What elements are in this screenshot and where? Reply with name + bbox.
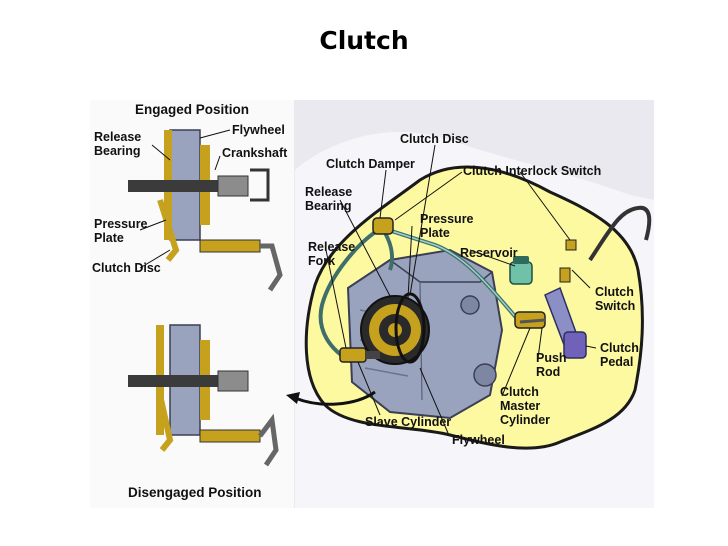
slave-cylinder-label: Slave Cylinder [365,415,451,429]
release-bearing-left-label: Release Bearing [94,130,145,158]
flywheel-left-label: Flywheel [232,123,285,137]
clutch-interlock-switch-label: Clutch Interlock Switch [463,164,601,178]
release-bearing-label: Release Bearing [305,185,356,213]
clutch-damper-part [372,217,394,235]
crankshaft-label: Crankshaft [222,146,288,160]
disengaged-position-header: Disengaged Position [128,485,262,500]
clutch-pedal-part [519,286,587,359]
release-fork-label: Release Fork [308,240,359,268]
push-rod-label: Push Rod [536,351,570,379]
reservoir-label: Reservoir [460,246,518,260]
clutch-pedal-label: Clutch Pedal [600,341,642,369]
slave-cylinder-part [339,347,380,363]
flywheel-label: Flywheel [452,433,505,447]
slide-title: Clutch [319,26,409,55]
clutch-switch-label: Clutch Switch [595,285,637,313]
clutch-master-cylinder-label: Clutch Master Cylinder [500,385,550,427]
clutch-disc-label: Clutch Disc [400,132,469,146]
disengaged-clutch-drawing [128,324,279,467]
clutch-diagram: Engaged Position Disengaged Position Rel… [90,100,654,508]
clutch-disc-left-label: Clutch Disc [92,261,161,275]
reservoir-part [509,256,533,285]
pressure-plate-left-label: Pressure Plate [94,217,151,245]
engaged-clutch-drawing [128,129,283,292]
clutch-switch-part [559,239,577,283]
engaged-position-header: Engaged Position [135,102,249,117]
clutch-damper-label: Clutch Damper [326,157,415,171]
transition-arrow [294,390,376,406]
pressure-plate-label: Pressure Plate [420,212,477,240]
